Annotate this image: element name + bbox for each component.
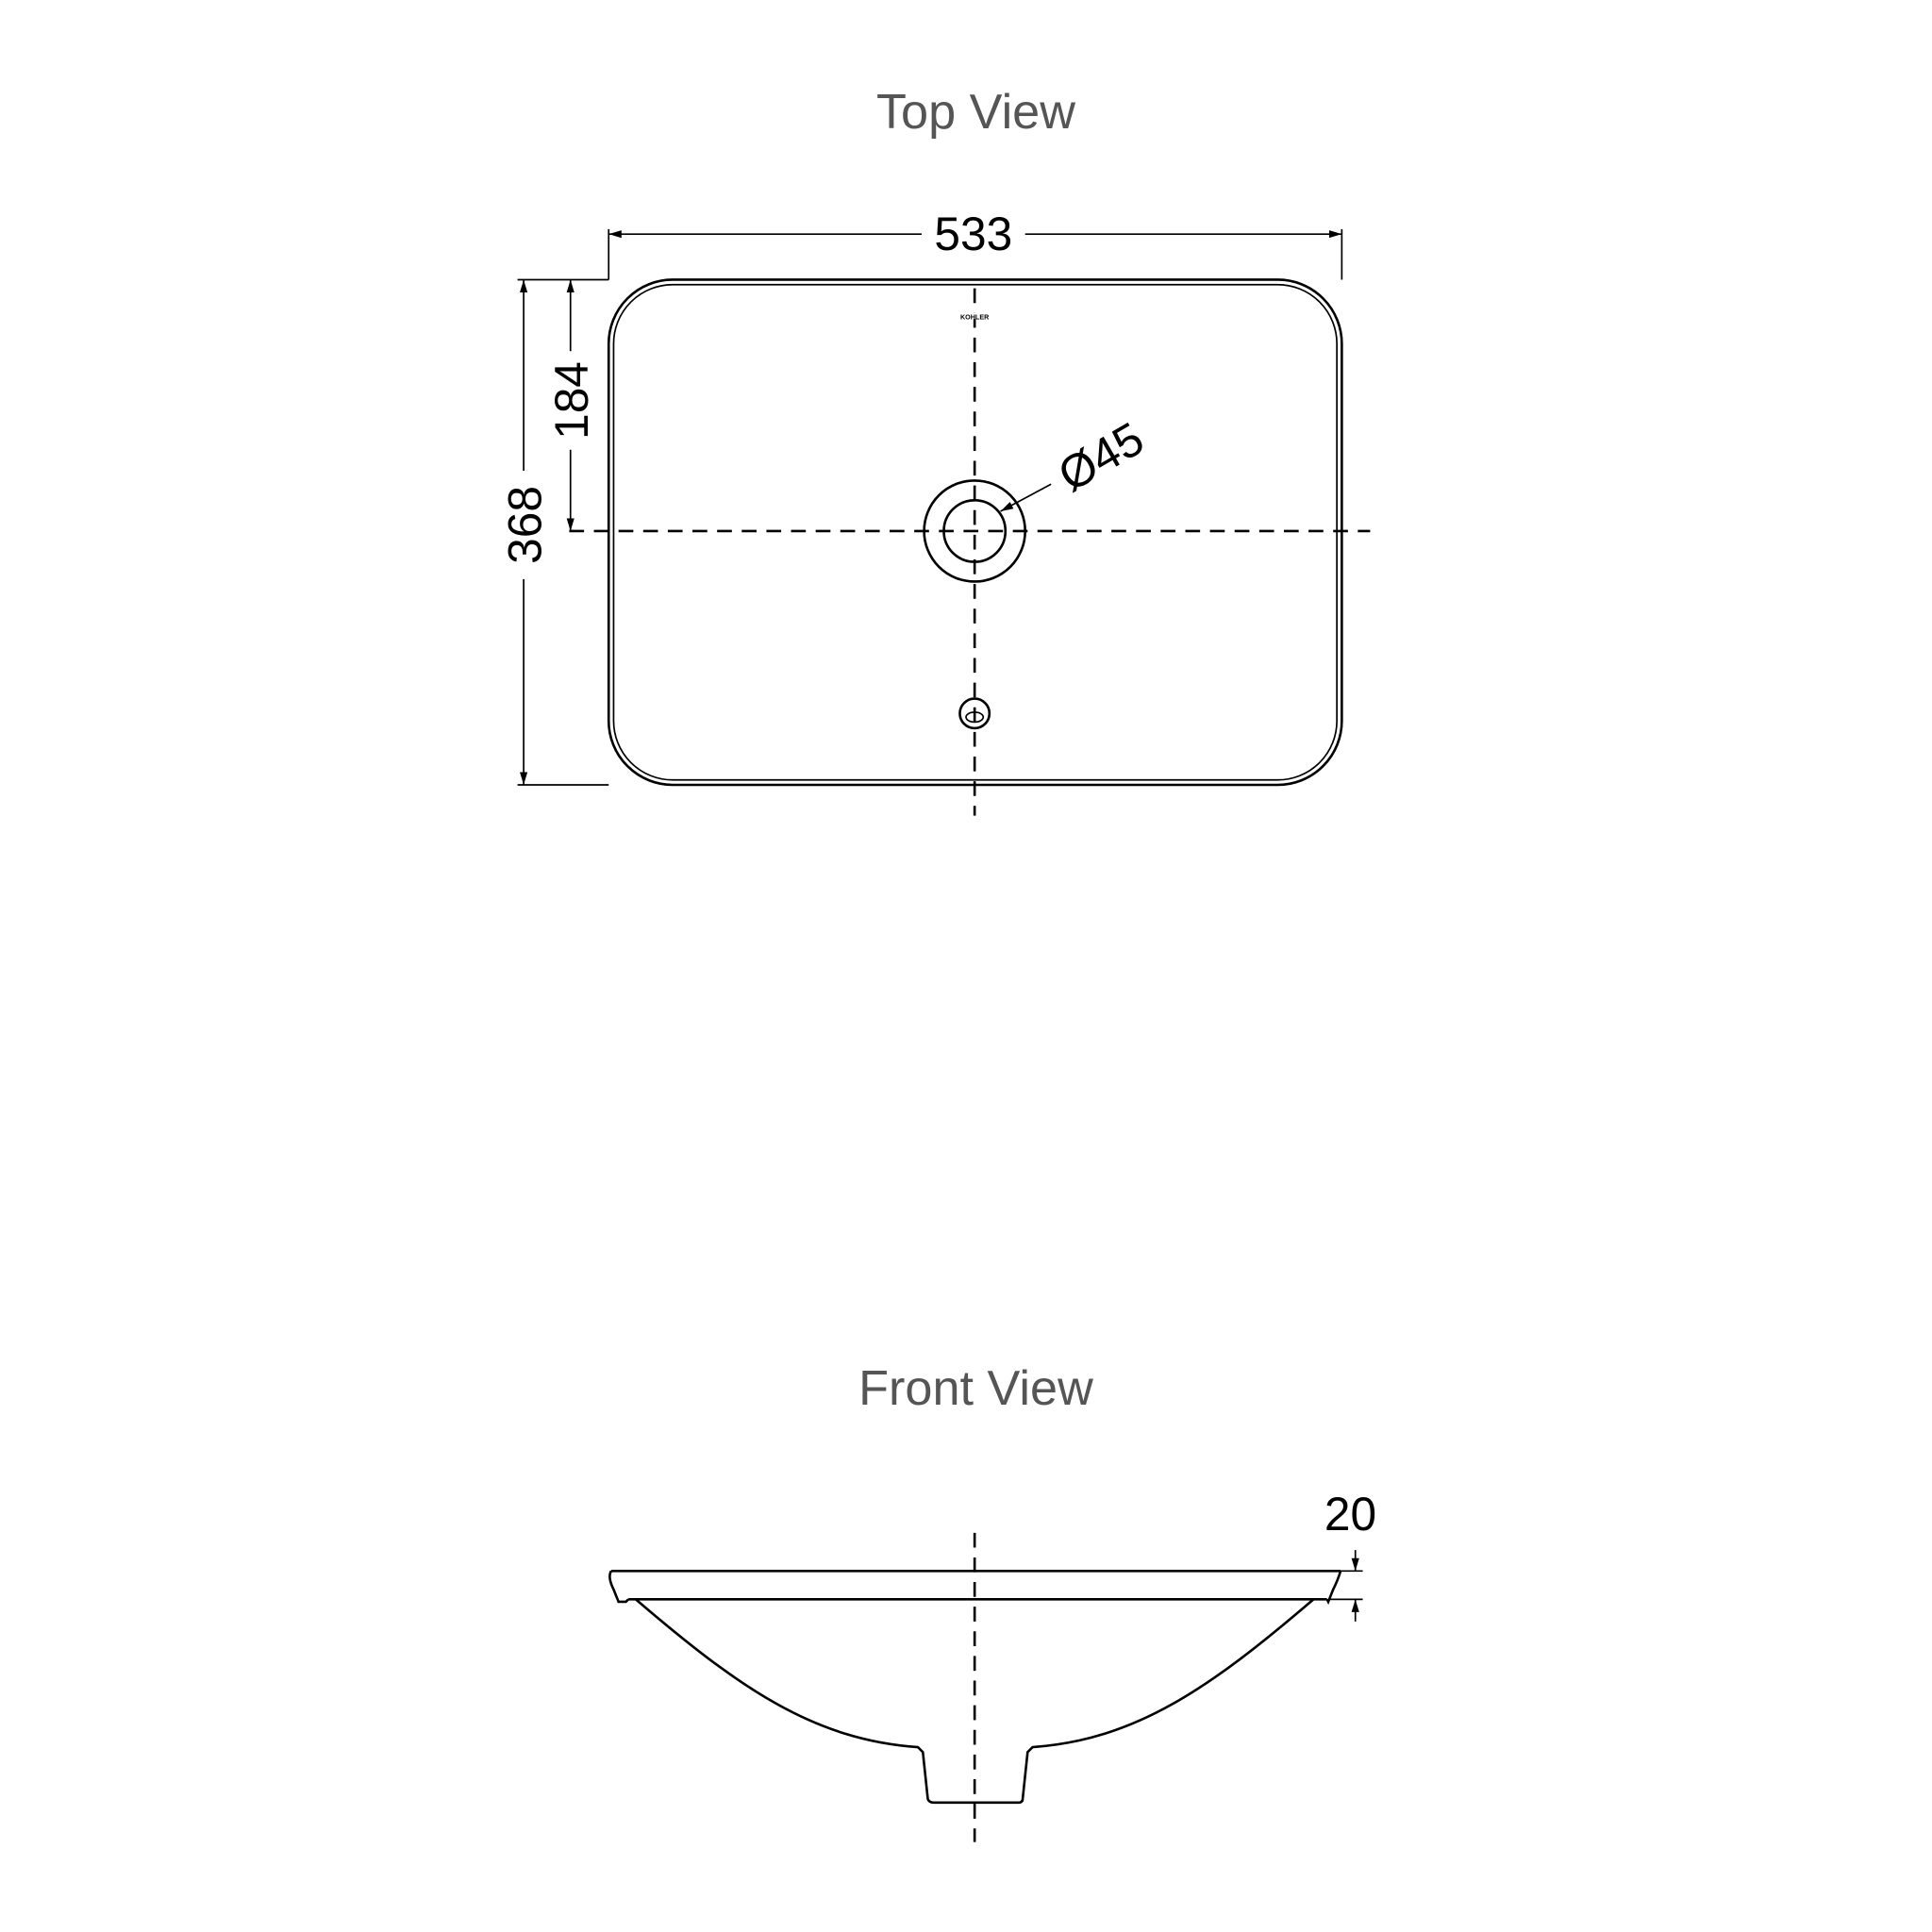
- drain-outer-ring: [923, 479, 1026, 583]
- basin-profile: [608, 1569, 1342, 1805]
- width-dimension: 533: [608, 208, 1343, 280]
- depth-label: 368: [498, 486, 551, 564]
- depth-dimension: 368: [498, 278, 609, 786]
- svg-text:KOHLER: KOHLER: [960, 313, 990, 321]
- drain-diameter-label: Ø45: [1049, 412, 1152, 502]
- top-view-title: Top View: [876, 85, 1075, 140]
- top-view: Top View 533 368 184 KO: [498, 85, 1371, 816]
- rim-thickness-dimension: 20: [1324, 1488, 1376, 1622]
- kohler-logo: KOHLER: [960, 312, 990, 321]
- front-view-title: Front View: [858, 1361, 1093, 1416]
- diameter-leader: [1000, 483, 1052, 512]
- width-label: 533: [934, 208, 1012, 260]
- overflow-hole: [958, 697, 991, 730]
- drain-offset-dimension: 184: [545, 279, 598, 531]
- rim-thickness-label: 20: [1324, 1488, 1376, 1541]
- drain-offset-label: 184: [545, 361, 598, 440]
- drain-hole: [942, 498, 1008, 563]
- front-view: Front View 20: [608, 1361, 1376, 1842]
